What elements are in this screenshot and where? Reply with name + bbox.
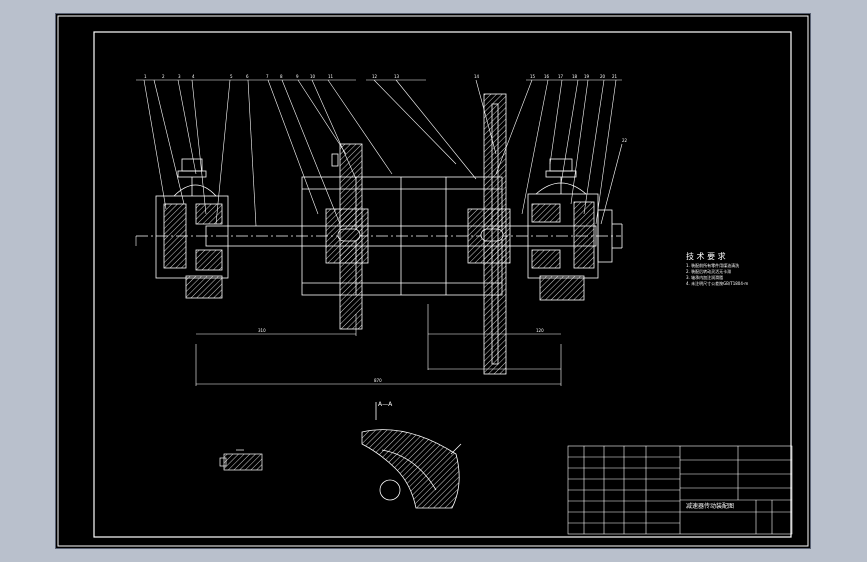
callout-8: 8 <box>280 74 283 79</box>
callout-leaders <box>136 79 623 227</box>
callout-21: 21 <box>612 74 618 79</box>
callout-1: 1 <box>144 74 147 79</box>
callout-9: 9 <box>296 74 299 79</box>
drawing-title: 减速器传动装配图 <box>686 502 734 510</box>
dimension-lines <box>135 236 562 386</box>
tech-req-line-2: 2. 装配后转动灵活无卡滞 <box>686 268 731 274</box>
callout-5: 5 <box>230 74 233 79</box>
callout-18: 18 <box>572 74 578 79</box>
tech-req-line-3: 3. 轴承内加注润滑脂 <box>686 274 723 280</box>
section-label: A—A <box>378 401 393 408</box>
callout-20: 20 <box>600 74 606 79</box>
section-a-a-view <box>361 402 462 509</box>
callout-3: 3 <box>178 74 181 79</box>
tech-req-heading: 技 术 要 求 <box>686 251 726 261</box>
callout-11: 11 <box>328 74 334 79</box>
assembly-section-view <box>136 93 623 375</box>
dim-lower-left: 310 <box>258 328 266 333</box>
callout-15: 15 <box>530 74 536 79</box>
title-block <box>567 445 793 535</box>
callout-2: 2 <box>162 74 165 79</box>
tech-requirements: 技 术 要 求 1. 装配前所有零件用煤油清洗 2. 装配后转动灵活无卡滞 3.… <box>686 251 748 286</box>
callout-4: 4 <box>192 74 195 79</box>
callout-22: 22 <box>622 138 628 143</box>
callout-17: 17 <box>558 74 564 79</box>
callout-10: 10 <box>310 74 316 79</box>
callout-12: 12 <box>372 74 378 79</box>
tech-req-line-1: 1. 装配前所有零件用煤油清洗 <box>686 262 739 268</box>
callout-numbers: 1 2 3 4 5 6 7 8 9 10 11 12 13 14 15 16 1… <box>144 74 628 143</box>
callout-13: 13 <box>394 74 400 79</box>
callout-14: 14 <box>474 74 480 79</box>
callout-19: 19 <box>584 74 590 79</box>
callout-6: 6 <box>246 74 249 79</box>
tech-req-line-4: 4. 未注明尺寸公差按GB/T1804-m <box>686 280 748 286</box>
dim-lower-right: 120 <box>536 328 544 333</box>
inner-frame <box>93 31 792 538</box>
dim-overall: 870 <box>374 378 382 383</box>
key-detail-view <box>219 449 263 471</box>
outer-frame <box>57 15 809 547</box>
assembly-drawing: 1 2 3 4 5 6 7 8 9 10 11 12 13 14 15 16 1… <box>57 15 809 547</box>
callout-16: 16 <box>544 74 550 79</box>
cad-viewport[interactable]: 1 2 3 4 5 6 7 8 9 10 11 12 13 14 15 16 1… <box>55 13 811 549</box>
callout-7: 7 <box>266 74 269 79</box>
